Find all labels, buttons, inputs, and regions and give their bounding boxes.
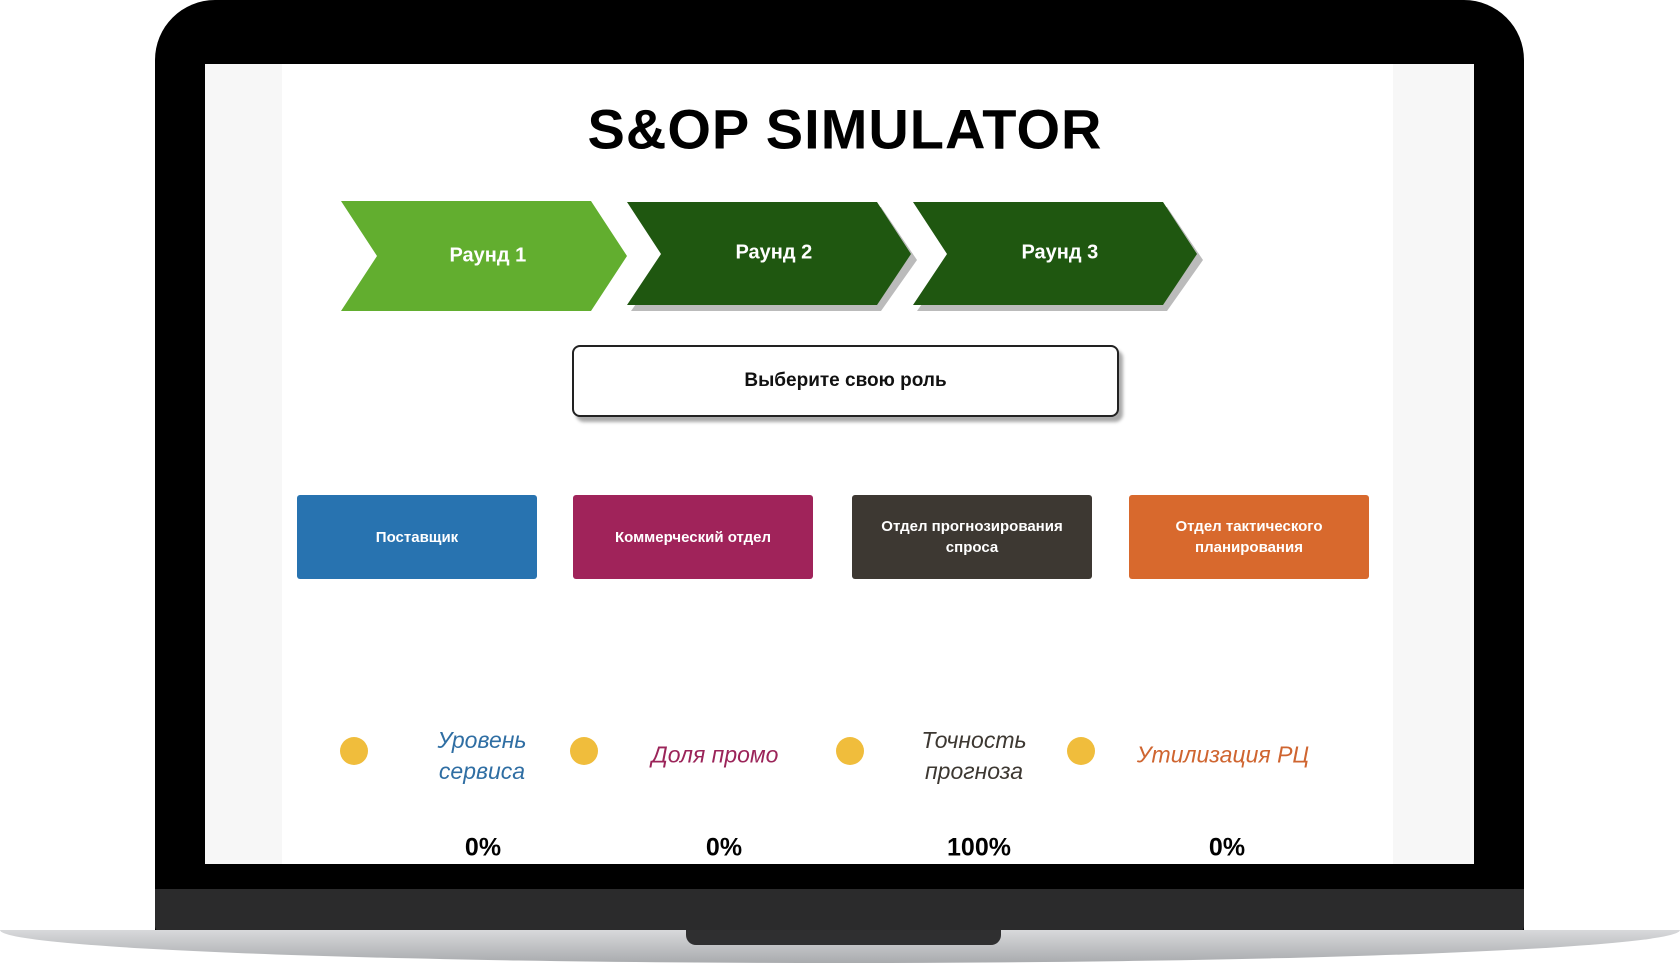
round-1-step[interactable]: Раунд 1 — [341, 201, 627, 311]
metric-value-service: 0% — [464, 833, 502, 862]
chevron-shape — [341, 201, 627, 311]
metric-value-forecast: 100% — [947, 833, 1011, 862]
round-3-step[interactable]: Раунд 3 — [913, 202, 1203, 312]
round-label: Раунд 2 — [735, 241, 813, 264]
metric-value-dc: 0% — [1208, 833, 1246, 862]
metric-label-dc: Утилизация РЦ — [1136, 741, 1310, 768]
role-planning-button[interactable]: Отдел тактического планирования — [1129, 495, 1369, 579]
role-commercial-button[interactable]: Коммерческий отдел — [573, 495, 813, 579]
role-supplier-button[interactable]: Поставщик — [297, 495, 537, 579]
round-label: Раунд 3 — [1021, 241, 1099, 264]
page: S&OP SIMULATOR Раунд 1 Раунд 2 Раунд 3 В… — [282, 64, 1393, 864]
page-title: S&OP SIMULATOR — [587, 97, 1103, 161]
select-role-button[interactable]: Выберите свою роль — [572, 345, 1119, 417]
metric-label-forecast: Точность прогноза — [921, 727, 1027, 784]
round-label: Раунд 1 — [449, 244, 527, 267]
metric-label-service: Уровень сервиса — [437, 727, 527, 784]
metric-value-promo: 0% — [705, 833, 743, 862]
round-2-step[interactable]: Раунд 2 — [627, 202, 917, 312]
metric-label-promo: Доля промо — [651, 741, 779, 768]
chevron-shape — [627, 202, 917, 311]
chevron-shape — [913, 202, 1203, 311]
screen: S&OP SIMULATOR Раунд 1 Раунд 2 Раунд 3 В… — [205, 64, 1474, 864]
indicator-dot-icon — [1067, 737, 1095, 765]
laptop-bezel-bottom — [155, 889, 1524, 932]
indicator-dot-icon — [570, 737, 598, 765]
indicator-dot-icon — [836, 737, 864, 765]
role-forecasting-button[interactable]: Отдел прогнозирования спроса — [852, 495, 1092, 579]
indicator-dot-icon — [340, 737, 368, 765]
laptop-notch — [686, 930, 1001, 945]
